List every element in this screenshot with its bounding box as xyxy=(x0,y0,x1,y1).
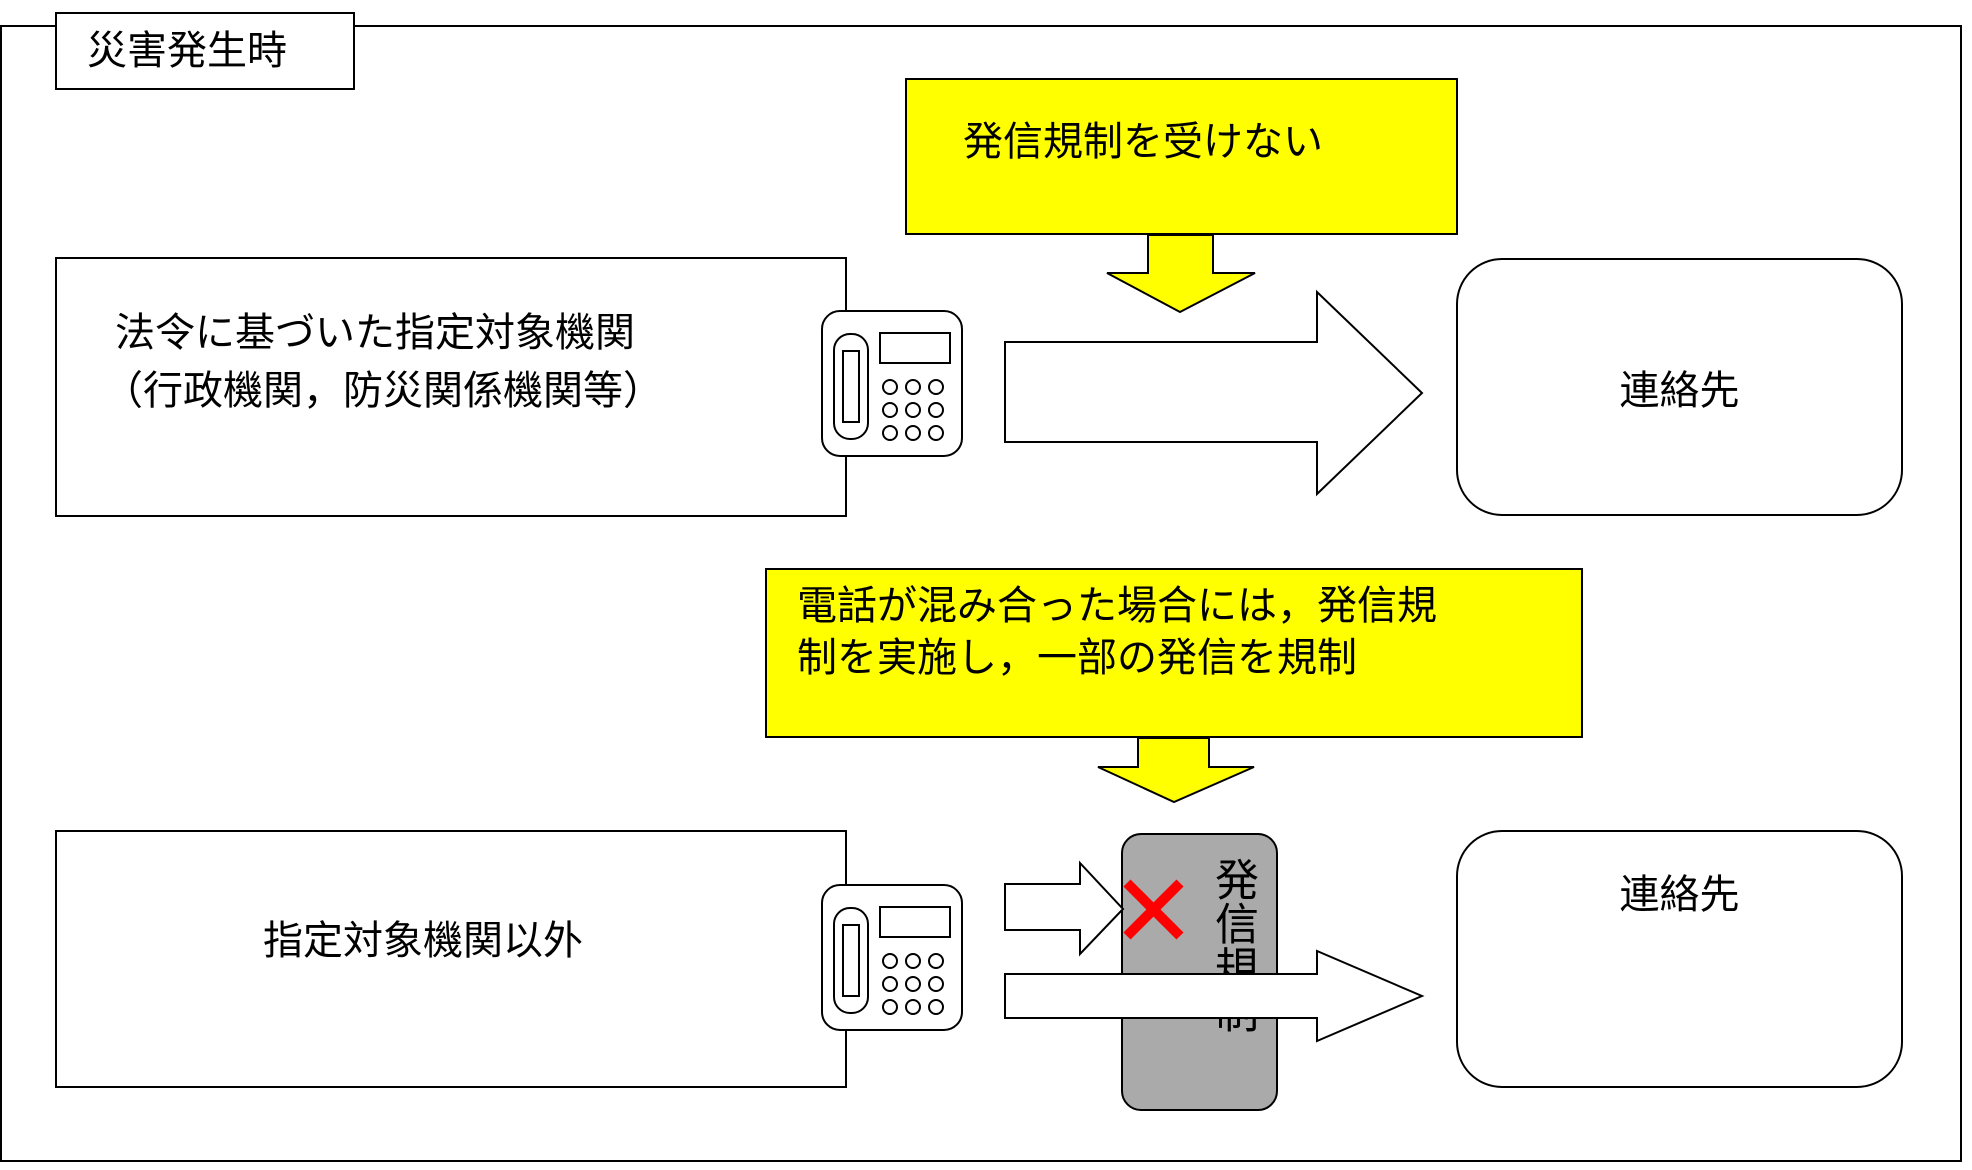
phone-icon xyxy=(821,310,963,457)
phone-icon xyxy=(821,884,963,1031)
designated-agencies-box: 法令に基づいた指定対象機関 （行政機関，防災関係機関等） xyxy=(55,257,847,517)
down-arrow-bottom xyxy=(1097,737,1255,804)
blocked-call-arrow xyxy=(1004,860,1125,957)
destination-top-label: 連絡先 xyxy=(1619,368,1740,414)
callout-restricted-line2: 制を実施し，一部の発信を規制 xyxy=(797,635,1357,681)
down-arrow-top xyxy=(1106,234,1256,314)
destination-bottom-label: 連絡先 xyxy=(1619,872,1740,918)
block-x-icon xyxy=(1123,879,1184,940)
call-arrow-top xyxy=(1004,289,1424,497)
designated-agencies-line2: （行政機関，防災関係機関等） xyxy=(103,368,663,414)
callout-not-restricted-text: 発信規制を受けない xyxy=(963,119,1323,165)
destination-box-bottom: 連絡先 xyxy=(1456,830,1903,1088)
other-agencies-label: 指定対象機関以外 xyxy=(263,918,583,964)
passing-call-arrow xyxy=(1004,949,1425,1043)
destination-box-top: 連絡先 xyxy=(1456,258,1903,516)
scene-label: 災害発生時 xyxy=(55,12,355,90)
call-restriction-gate xyxy=(1121,833,1278,1111)
other-agencies-box: 指定対象機関以外 xyxy=(55,830,847,1088)
disaster-scenario-frame xyxy=(0,25,1962,1162)
callout-restricted: 電話が混み合った場合には，発信規 制を実施し，一部の発信を規制 xyxy=(765,568,1583,738)
callout-restricted-line1: 電話が混み合った場合には，発信規 xyxy=(797,583,1437,629)
designated-agencies-line1: 法令に基づいた指定対象機関 xyxy=(115,310,635,356)
